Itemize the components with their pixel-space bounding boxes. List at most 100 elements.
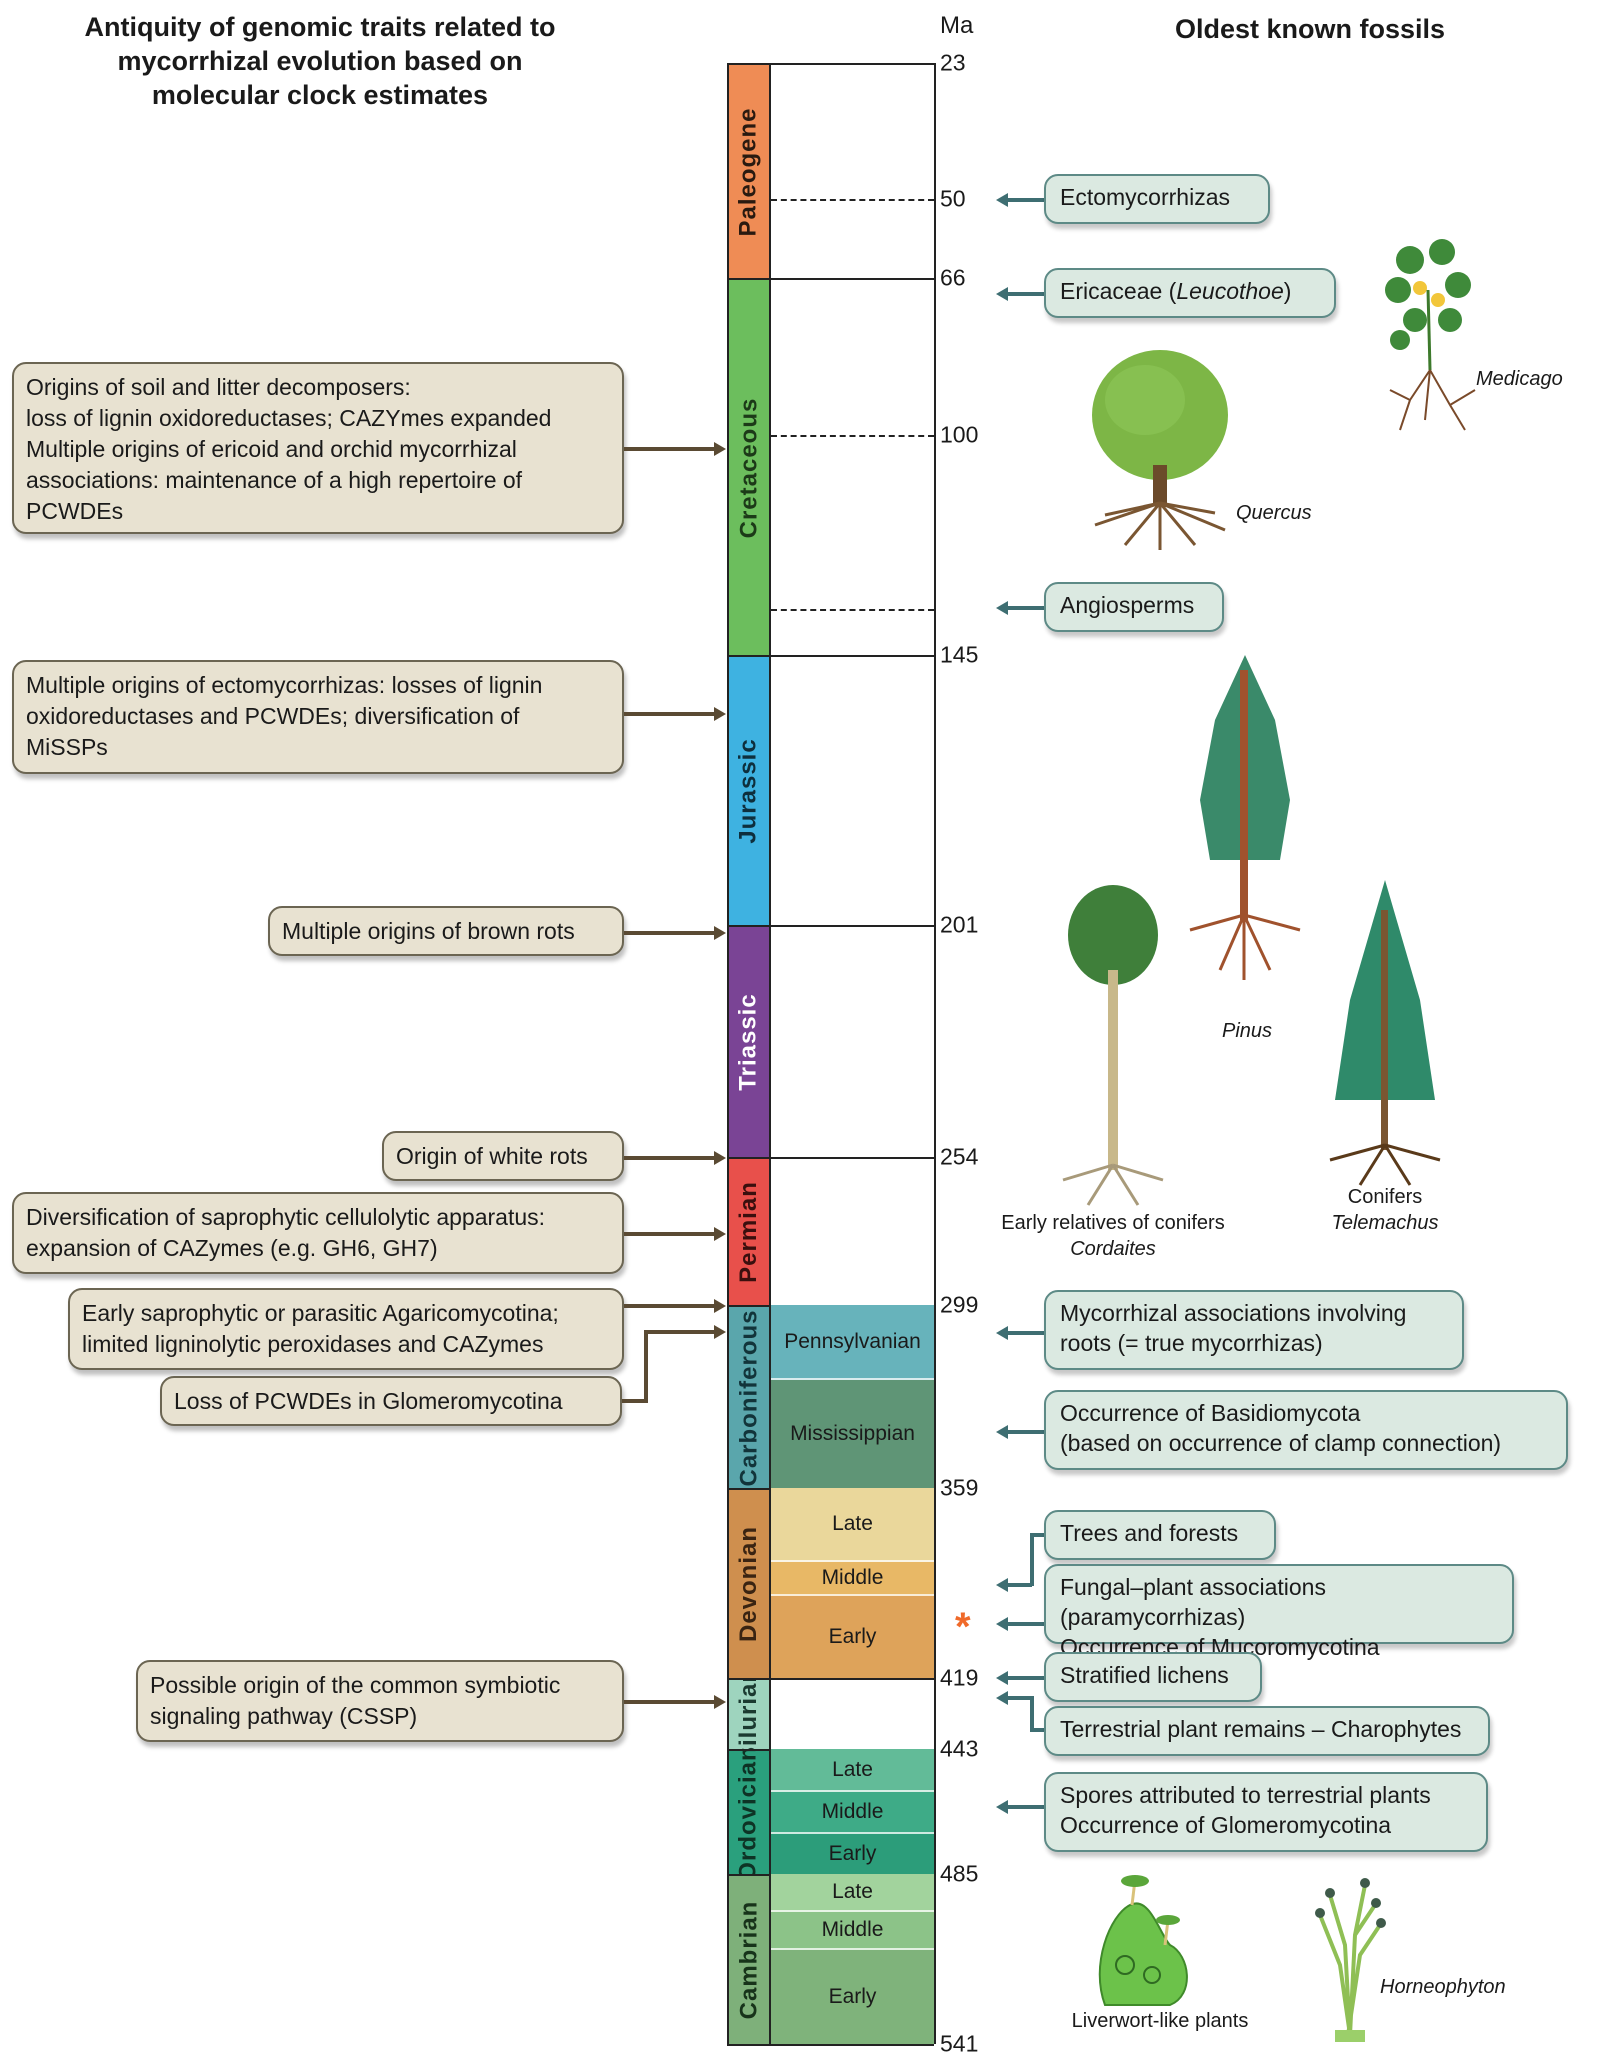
- fossil-arrow: [996, 1691, 1032, 1705]
- label-horneophyton: Horneophyton: [1380, 1976, 1506, 1998]
- trait-line: Possible origin of the common symbiotic: [150, 1672, 561, 1698]
- fossil-box-paramycorrhizas: Fungal–plant associations (paramycorrhiz…: [1044, 1564, 1514, 1660]
- period-boundary: [771, 925, 934, 927]
- trait-line: PCWDEs: [26, 498, 124, 524]
- trait-line: loss of lignin oxidoreductases; CAZYmes …: [26, 405, 552, 431]
- period-label: Cretaceous: [735, 397, 763, 538]
- period-boundary: [771, 1157, 934, 1159]
- fossil-line: (based on occurrence of clamp connection…: [1060, 1430, 1502, 1456]
- fossil-line: Fungal–plant associations (paramycorrhiz…: [1060, 1574, 1326, 1630]
- pinus-illustration: [1189, 655, 1301, 980]
- ma-tick-label: 23: [940, 49, 966, 76]
- ma-tick-label: 443: [940, 1735, 979, 1762]
- trait-arrow: [624, 1695, 726, 1709]
- trait-arrow: [624, 1151, 726, 1165]
- fossil-line: roots (= true mycorrhizas): [1060, 1330, 1323, 1356]
- period-permian: Permian: [727, 1157, 771, 1307]
- subdivision-ordovician-late: Late: [771, 1749, 934, 1792]
- period-silurian: Silurian: [727, 1678, 771, 1751]
- fossil-line: Trees and forests: [1060, 1520, 1239, 1546]
- trait-arrow: [624, 926, 726, 940]
- period-label: Paleogene: [735, 106, 763, 237]
- quercus-illustration: [1092, 350, 1228, 550]
- period-label: Silurian: [735, 1678, 762, 1751]
- fossil-taxon: Leucothoe: [1176, 278, 1284, 304]
- right-heading: Oldest known fossils: [1174, 14, 1446, 44]
- trait-line: Multiple origins of ectomycorrhizas: los…: [26, 672, 543, 698]
- trait-line: expansion of CAZymes (e.g. GH6, GH7): [26, 1235, 438, 1261]
- fossil-box-spores: Spores attributed to terrestrial plants …: [1044, 1772, 1488, 1852]
- subdivision-carboniferous-pennsylvanian: Pennsylvanian: [771, 1305, 934, 1380]
- period-boundary: [771, 2044, 934, 2046]
- fossil-arrow: [996, 1800, 1044, 1814]
- connector: [1032, 1533, 1046, 1537]
- trait-line: limited ligninolytic peroxidases and CAZ…: [82, 1331, 544, 1357]
- ma-tick-label: 50: [940, 185, 966, 212]
- fossil-box-true-mycorrhizas: Mycorrhizal associations involving roots…: [1044, 1290, 1464, 1370]
- connector: [1030, 1696, 1034, 1730]
- label-pinus: Pinus: [1222, 1020, 1273, 1042]
- fossil-line: Terrestrial plant remains – Charophytes: [1060, 1716, 1462, 1742]
- trait-box-cssp: Possible origin of the common symbiotic …: [136, 1660, 624, 1742]
- trait-box-ectomycorrhizas: Multiple origins of ectomycorrhizas: los…: [12, 660, 624, 774]
- label-liverwort: Liverwort-like plants: [1071, 2010, 1249, 2032]
- fossil-arrow: [996, 1578, 1032, 1592]
- trait-box-agaricomycotina: Early saprophytic or parasitic Agaricomy…: [68, 1288, 624, 1370]
- fossil-line: Occurrence of Basidiomycota: [1060, 1400, 1361, 1426]
- trait-arrow: [624, 442, 726, 456]
- fossil-line: Ectomycorrhizas: [1060, 184, 1230, 210]
- subdivision-cambrian-middle: Middle: [771, 1912, 934, 1950]
- fossil-arrow: [996, 1326, 1044, 1340]
- ma-tick-label: 100: [940, 421, 979, 448]
- dashed-marker: [771, 435, 934, 437]
- subdivision-cambrian-late: Late: [771, 1874, 934, 1912]
- fossil-box-ectomycorrhizas: Ectomycorrhizas: [1044, 174, 1270, 224]
- subdivision-devonian-late: Late: [771, 1488, 934, 1562]
- connector: [1030, 1533, 1034, 1586]
- period-label: Devonian: [735, 1525, 762, 1643]
- horneophyton-illustration: [1315, 1878, 1386, 2042]
- ma-tick-label: 201: [940, 911, 979, 938]
- period-boundary: [771, 278, 934, 280]
- period-devonian: Devonian: [727, 1488, 771, 1680]
- fossil-arrow: [996, 1617, 1044, 1631]
- cordaites-illustration: [1062, 885, 1164, 1206]
- fossil-arrow: [996, 1671, 1044, 1685]
- fossil-arrow: [996, 287, 1044, 301]
- trait-line: Loss of PCWDEs in Glomeromycotina: [174, 1388, 563, 1414]
- label-cordaites-common: Early relatives of conifers: [1001, 1212, 1225, 1234]
- fossil-line: Angiosperms: [1060, 592, 1195, 618]
- telemachus-illustration: [1329, 880, 1441, 1186]
- medicago-illustration: [1385, 239, 1476, 431]
- period-cambrian: Cambrian: [727, 1874, 771, 2046]
- period-label: Jurassic: [735, 738, 762, 844]
- axis-unit-label: Ma: [940, 12, 974, 39]
- trait-line: Multiple origins of ericoid and orchid m…: [26, 436, 517, 462]
- fossil-box-angiosperms: Angiosperms: [1044, 582, 1224, 632]
- label-telemachus-common: Conifers: [1347, 1186, 1423, 1208]
- fossil-box-lichens: Stratified lichens: [1044, 1652, 1262, 1702]
- trait-line: associations: maintenance of a high repe…: [26, 467, 523, 493]
- label-cordaites: Cordaites: [1070, 1238, 1156, 1260]
- period-jurassic: Jurassic: [727, 655, 771, 927]
- period-paleogene: Paleogene: [727, 63, 771, 280]
- subdivision-devonian-early: Early: [771, 1596, 934, 1678]
- trait-line: Origins of soil and litter decomposers:: [26, 374, 411, 400]
- period-boundary: [771, 655, 934, 657]
- trait-line: Diversification of saprophytic celluloly…: [26, 1204, 546, 1230]
- trait-arrow: [624, 707, 726, 721]
- trait-line: Origin of white rots: [396, 1143, 588, 1169]
- subdivision-ordovician-middle: Middle: [771, 1792, 934, 1834]
- ma-tick-label: 254: [940, 1143, 979, 1170]
- trait-line: MiSSPs: [26, 734, 108, 760]
- trait-box-white-rots: Origin of white rots: [382, 1131, 624, 1181]
- fossil-line: Mycorrhizal associations involving: [1060, 1300, 1407, 1326]
- trait-arrow: [646, 1325, 726, 1339]
- dashed-marker: [771, 199, 934, 201]
- connector: [1030, 1728, 1046, 1732]
- period-label: Ordovician: [735, 1749, 762, 1876]
- period-cretaceous: Cretaceous: [727, 278, 771, 657]
- asterisk-marker: *: [955, 1605, 971, 1649]
- fossil-arrow: [996, 1425, 1044, 1439]
- fossil-arrow: [996, 601, 1044, 615]
